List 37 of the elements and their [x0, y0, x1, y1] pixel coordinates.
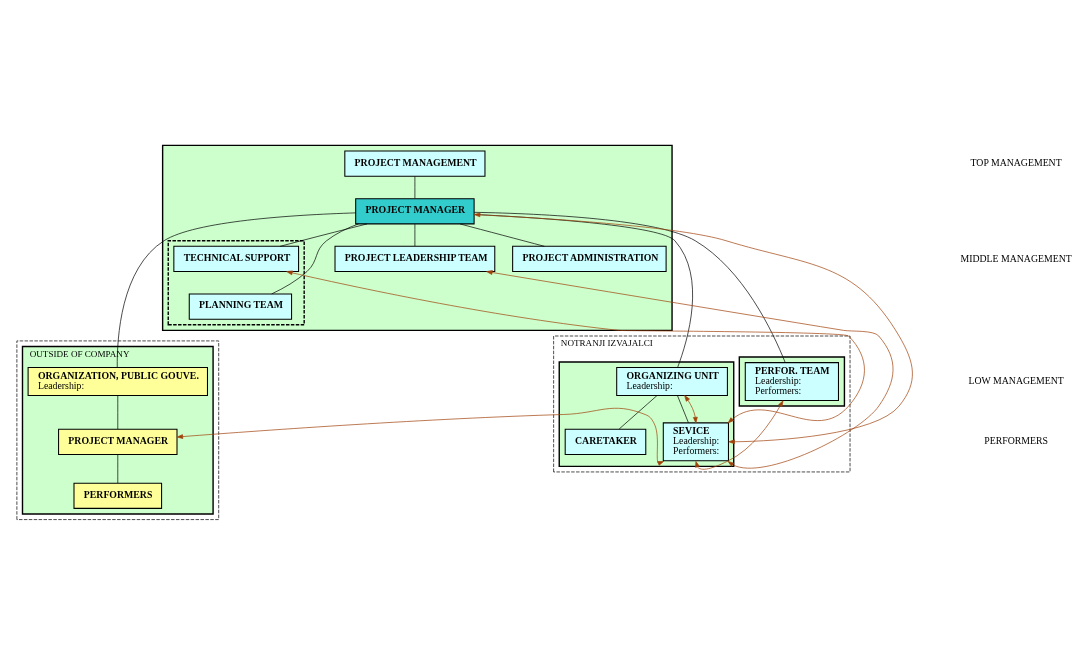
- node-box: CARETAKER: [564, 428, 647, 455]
- connector: [414, 175, 416, 199]
- cluster: [167, 239, 305, 325]
- connector: [474, 213, 693, 368]
- node-box: PROJECT MANAGEMENT: [344, 150, 486, 177]
- node-box: SEVICE Leadership: Performers:: [662, 421, 729, 461]
- arrow: [286, 270, 865, 423]
- label: TOP MANAGEMENT: [970, 156, 1062, 168]
- node-box: ORGANIZATION, PUBLIC GOUVE. Leadership:: [27, 366, 208, 396]
- arrow: [473, 212, 913, 444]
- node-box: PROJECT MANAGER: [58, 428, 178, 455]
- connector: [117, 453, 119, 483]
- arrow: [695, 399, 784, 470]
- connector: [271, 223, 359, 294]
- node-box: TECHNICAL SUPPORT: [173, 245, 300, 272]
- label: LOW MANAGEMENT: [968, 374, 1064, 386]
- node-box: PROJECT LEADERSHIP TEAM: [334, 245, 496, 272]
- connector: [459, 223, 545, 247]
- connector: [414, 223, 416, 246]
- node-box: PROJECT ADMINISTRATION: [512, 245, 667, 272]
- cluster: [161, 144, 673, 331]
- arrow: [176, 407, 664, 466]
- node-box: PLANNING TEAM: [188, 292, 293, 320]
- node-box: PERFORMERS: [73, 482, 163, 509]
- connector: [677, 394, 689, 423]
- node-box: ORGANIZING UNIT Leadership:: [616, 366, 728, 396]
- node-box: PERFOR. TEAM Leadership: Performers:: [744, 361, 839, 401]
- connector: [117, 394, 119, 429]
- arrow: [486, 269, 894, 468]
- arrow: [684, 394, 698, 423]
- connector: [116, 212, 356, 368]
- label: PERFORMERS: [984, 434, 1048, 446]
- connector: [618, 394, 658, 429]
- label: MIDDLE MANAGEMENT: [960, 252, 1072, 264]
- node-box: PROJECT MANAGER: [355, 197, 475, 224]
- connector: [279, 223, 368, 247]
- connector: [473, 211, 786, 363]
